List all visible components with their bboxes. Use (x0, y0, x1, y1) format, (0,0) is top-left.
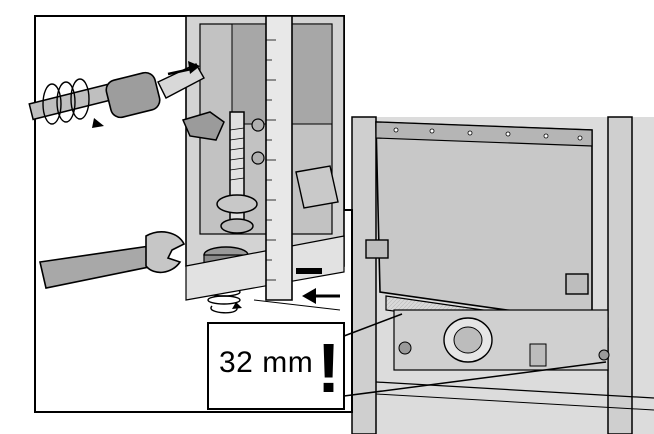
top-frame-holes (393, 127, 583, 141)
hinge-disc (216, 194, 258, 214)
rotate-arrow-icon (42, 78, 90, 125)
side-screw-lower (251, 151, 265, 165)
front-foot-right (598, 349, 610, 361)
base-compartment (393, 309, 609, 371)
wrench-icon (39, 231, 186, 289)
adjustable-foot (529, 343, 547, 367)
ruler-ticks (266, 39, 276, 281)
clearance-callout: 32 mm ! (207, 322, 345, 410)
hinge-bracket (181, 111, 225, 141)
detail-inset (28, 15, 353, 413)
right-hinge (565, 273, 589, 295)
door-top-frame (375, 121, 593, 147)
niche-left-post (351, 116, 377, 434)
side-screw-upper (251, 118, 265, 132)
warning-mark-icon: ! (317, 329, 341, 407)
plinth-block (295, 165, 339, 209)
appliance-door (375, 121, 593, 323)
left-hinge (365, 239, 389, 259)
measuring-ruler (265, 15, 293, 301)
niche-right-post (607, 116, 633, 434)
base-slot (296, 268, 322, 274)
insert-arrow-icon (188, 61, 200, 74)
clearance-measurement: 32 mm (219, 346, 314, 379)
front-foot-left (398, 341, 412, 355)
appliance-overview (351, 116, 654, 434)
